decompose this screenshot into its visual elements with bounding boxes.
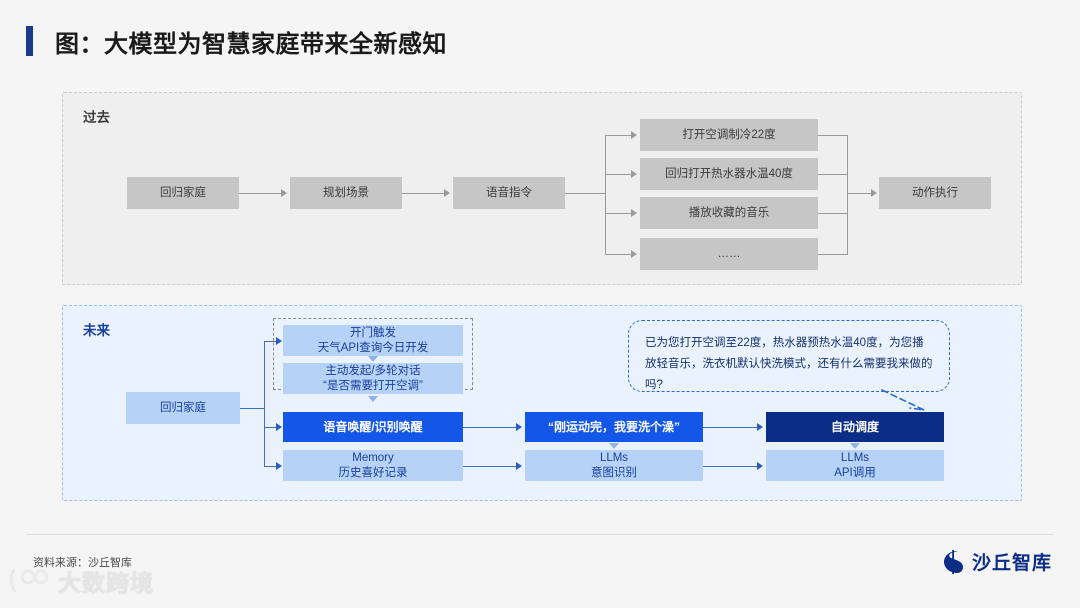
brand-logo: 沙丘智库: [941, 548, 1052, 575]
future-node-schedule[interactable]: 自动调度: [766, 412, 944, 442]
arrowhead-down-schedule-to-api: [850, 443, 860, 449]
arrowhead-future-memory: [276, 462, 282, 470]
connector-utterance-to-schedule: [703, 426, 758, 428]
connector-past-fanin-stem: [847, 192, 872, 194]
connector-past-2: [402, 192, 445, 194]
past-parallel-node-1[interactable]: 打开空调制冷22度: [640, 119, 818, 151]
past-node-voice[interactable]: 语音指令: [453, 177, 565, 209]
past-section-label: 过去: [83, 110, 110, 125]
past-parallel-node-4[interactable]: ……: [640, 238, 818, 270]
brand-logo-text: 沙丘智库: [971, 553, 1052, 574]
connector-past-fanout-bus: [605, 135, 606, 254]
connector-future-bus: [264, 341, 265, 466]
connector-past-1: [239, 192, 282, 194]
future-section-label: 未来: [83, 323, 110, 338]
connector-future-branch-1: [264, 340, 277, 342]
source-note: 资料来源：沙丘智库: [33, 557, 132, 569]
past-node-home[interactable]: 回归家庭: [127, 177, 239, 209]
watermark-icon: [9, 568, 49, 593]
arrowhead-llm-api: [757, 462, 763, 470]
connector-future-branch-2: [264, 426, 277, 428]
arrowhead-utterance: [516, 423, 522, 431]
arrowhead-past-p3: [631, 209, 637, 217]
arrowhead-past-1: [281, 189, 287, 197]
arrowhead-past-p4: [631, 250, 637, 258]
future-node-llm-intent[interactable]: LLMs 意图识别: [525, 450, 703, 481]
future-node-utterance[interactable]: “刚运动完，我要洗个澡”: [525, 412, 703, 442]
connector-past-fanin-bus: [847, 135, 848, 254]
arrowhead-schedule: [757, 423, 763, 431]
past-node-action[interactable]: 动作执行: [879, 177, 991, 209]
connector-memory-to-llm-intent: [463, 465, 517, 467]
arrowhead-past-2: [444, 189, 450, 197]
connector-future-home-stem: [240, 407, 265, 409]
connector-future-branch-3: [264, 465, 277, 467]
past-parallel-node-2[interactable]: 回归打开热水器水温40度: [640, 158, 818, 190]
sandhill-logo-icon: [943, 549, 963, 574]
connector-wake-to-utterance: [463, 426, 517, 428]
connector-past-fanout-b4: [605, 253, 632, 255]
future-node-home[interactable]: 回归家庭: [126, 392, 240, 424]
arrowhead-future-trigger: [276, 337, 282, 345]
arrowhead-down-proactive-to-wake: [368, 396, 378, 402]
connector-past-fanin-b4: [818, 253, 848, 255]
future-node-proactive[interactable]: 主动发起/多轮对话 “是否需要打开空调”: [283, 363, 463, 394]
arrowhead-past-p2: [631, 170, 637, 178]
page-title: 图：大模型为智慧家庭带来全新感知: [55, 31, 447, 58]
future-node-memory[interactable]: Memory 历史喜好记录: [283, 450, 463, 481]
connector-llm-intent-to-api: [703, 465, 758, 467]
title-accent-bar: [26, 26, 33, 56]
arrowhead-future-wake: [276, 423, 282, 431]
connector-past-fanin-b2: [818, 173, 848, 175]
connector-past-fanin-b3: [818, 212, 848, 214]
past-parallel-node-3[interactable]: 播放收藏的音乐: [640, 197, 818, 229]
speech-bubble-tail: [881, 389, 925, 411]
arrowhead-past-p1: [631, 131, 637, 139]
arrowhead-past-action: [871, 189, 877, 197]
past-node-plan[interactable]: 规划场景: [290, 177, 402, 209]
future-node-trigger[interactable]: 开门触发 天气API查询今日开发: [283, 325, 463, 356]
connector-past-fanout-b3: [605, 212, 632, 214]
connector-past-fanout-stem: [565, 192, 605, 194]
assistant-speech-bubble: 已为您打开空调至22度，热水器预热水温40度，为您播放轻音乐，洗衣机默认快洗模式…: [628, 320, 950, 392]
arrowhead-down-trigger-to-proactive: [368, 356, 378, 362]
connector-past-fanout-b1: [605, 134, 632, 136]
connector-past-fanout-b2: [605, 173, 632, 175]
future-node-llm-api[interactable]: LLMs API调用: [766, 450, 944, 481]
arrowhead-down-utterance-to-llm: [609, 443, 619, 449]
arrowhead-llm-intent: [516, 462, 522, 470]
connector-past-fanin-b1: [818, 134, 848, 136]
footer-divider: [26, 534, 1054, 535]
future-node-wake[interactable]: 语音唤醒/识别唤醒: [283, 412, 463, 442]
